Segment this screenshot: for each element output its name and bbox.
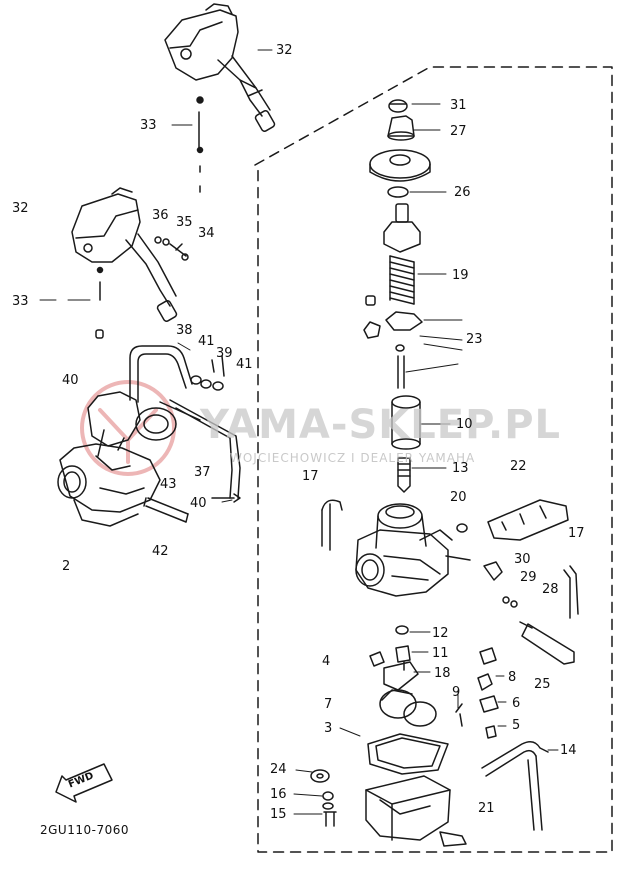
part-23-clip <box>363 295 423 389</box>
part-7-float <box>379 689 437 727</box>
diagram-code: 2GU110-7060 <box>40 823 129 837</box>
callout-32: 32 <box>276 43 293 58</box>
part-39-41-clamps <box>190 355 225 391</box>
callout-18: 18 <box>434 666 451 681</box>
assembly-boundary <box>254 66 613 853</box>
callout-40: 40 <box>62 373 79 388</box>
callout-5: 5 <box>512 718 521 733</box>
part-27-boot <box>387 115 415 141</box>
part-37-hose <box>159 399 241 499</box>
callout-43: 43 <box>160 477 177 492</box>
callout-31: 31 <box>450 98 467 113</box>
part-33-lower <box>95 266 104 339</box>
part-13-needle <box>397 457 411 493</box>
part-31-cap <box>388 99 408 113</box>
callout-4: 4 <box>322 654 331 669</box>
callout-33: 33 <box>12 294 29 309</box>
callout-42: 42 <box>152 544 169 559</box>
callout-3: 3 <box>324 721 333 736</box>
callout-20: 20 <box>450 490 467 505</box>
part-28-29-30-screw <box>483 561 575 665</box>
callout-25: 25 <box>534 677 551 692</box>
part-26-cap <box>369 149 431 198</box>
part-11-jet <box>395 645 411 671</box>
callout-35: 35 <box>176 215 193 230</box>
callout-7: 7 <box>324 697 333 712</box>
callout-10: 10 <box>456 417 473 432</box>
callout-29: 29 <box>520 570 537 585</box>
callout-28: 28 <box>542 582 559 597</box>
watermark-subtitle: WOJCIECHOWICZ I DEALER YAMAHA <box>230 451 476 465</box>
callout-2: 2 <box>62 559 71 574</box>
part-24-16-15-drain <box>310 769 337 827</box>
part-34-35-36-screws <box>154 236 189 261</box>
fwd-arrow-icon <box>55 763 113 803</box>
callout-19: 19 <box>452 268 469 283</box>
right-carburetor <box>355 503 471 597</box>
part-33-upper <box>196 96 204 193</box>
part-42-hose <box>143 497 189 523</box>
callout-38: 38 <box>176 323 193 338</box>
callout-39: 39 <box>216 346 233 361</box>
callout-26: 26 <box>454 185 471 200</box>
callout-37: 37 <box>194 465 211 480</box>
part-21-float-bowl <box>365 775 467 847</box>
callout-11: 11 <box>432 646 449 661</box>
callout-6: 6 <box>512 696 521 711</box>
callout-13: 13 <box>452 461 469 476</box>
callout-17: 17 <box>568 526 585 541</box>
part-19-spring-top <box>383 203 421 253</box>
callout-27: 27 <box>450 124 467 139</box>
part-17-hose-left <box>321 499 343 551</box>
callout-36: 36 <box>152 208 169 223</box>
part-32-lower <box>71 187 178 322</box>
callout-16: 16 <box>270 787 287 802</box>
part-32-upper <box>164 3 276 132</box>
callout-41: 41 <box>198 334 215 349</box>
part-19-spring <box>389 255 415 305</box>
part-14-overflow-hose <box>481 741 549 831</box>
callout-33: 33 <box>140 118 157 133</box>
part-18-pilot <box>383 661 419 691</box>
callout-32: 32 <box>12 201 29 216</box>
callout-15: 15 <box>270 807 287 822</box>
part-3-gasket <box>367 733 449 775</box>
left-carburetor <box>57 391 177 527</box>
part-8-6-5-screws <box>477 647 499 739</box>
callout-17: 17 <box>302 469 319 484</box>
callout-30: 30 <box>514 552 531 567</box>
part-4-jet <box>369 651 385 667</box>
part-9-jet <box>455 703 463 727</box>
part-12-washer <box>395 625 409 635</box>
part-20-jet <box>456 523 468 533</box>
part-40-lower-clamp <box>211 493 241 503</box>
callout-9: 9 <box>452 685 461 700</box>
callout-41: 41 <box>236 357 253 372</box>
callout-21: 21 <box>478 801 495 816</box>
part-10-piston <box>391 395 421 450</box>
part-22-needle-valve <box>487 499 569 541</box>
callout-22: 22 <box>510 459 527 474</box>
part-17-hose-right <box>563 565 579 619</box>
callout-24: 24 <box>270 762 287 777</box>
part-38-hose <box>129 345 193 403</box>
callout-8: 8 <box>508 670 517 685</box>
callout-34: 34 <box>198 226 215 241</box>
callout-23: 23 <box>466 332 483 347</box>
leader-lines <box>39 49 559 815</box>
callout-40: 40 <box>190 496 207 511</box>
watermark-title: YAMA-SKLEP.PL <box>200 402 562 448</box>
callout-12: 12 <box>432 626 449 641</box>
callout-14: 14 <box>560 743 577 758</box>
